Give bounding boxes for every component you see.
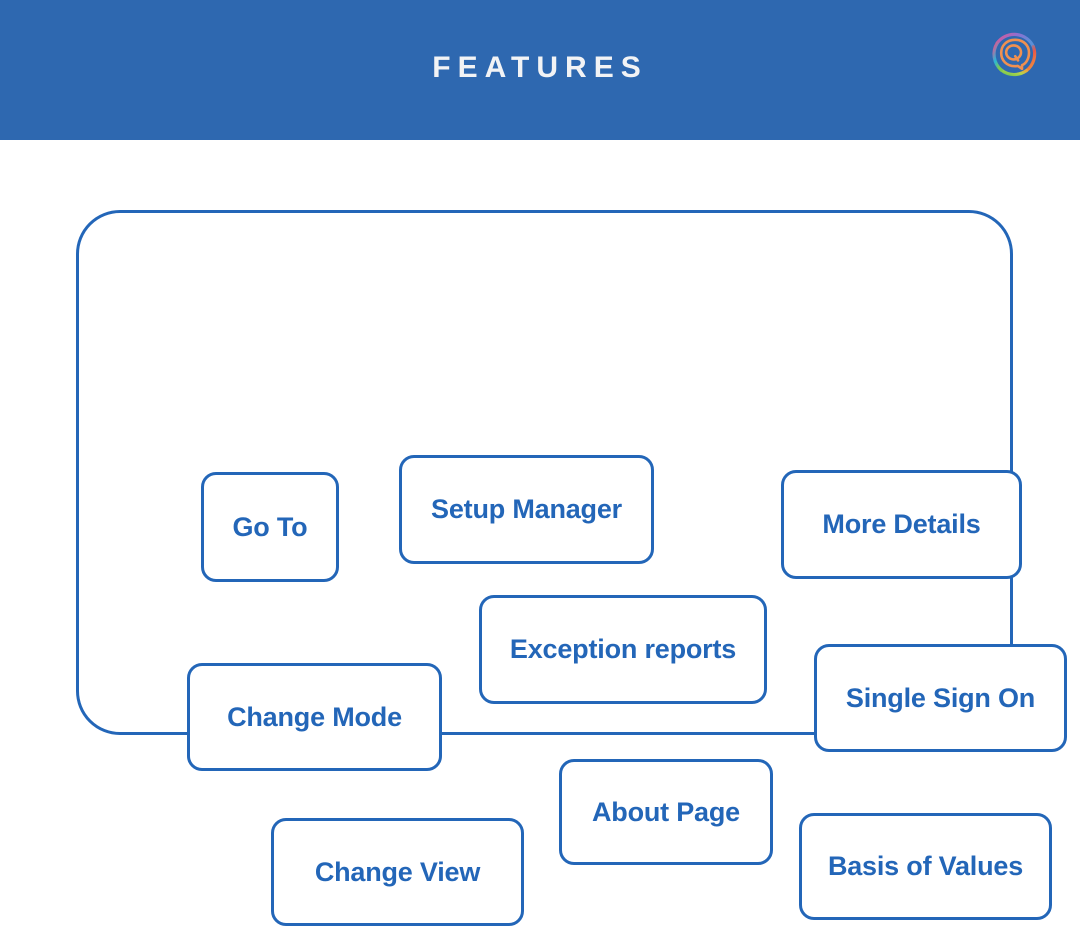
feature-box-basis-of-values[interactable]: Basis of Values (799, 813, 1052, 920)
page-title: FEATURES (432, 51, 648, 84)
header-band: FEATURES (0, 0, 1080, 140)
q-logo-icon (988, 27, 1042, 81)
feature-box-setup-manager[interactable]: Setup Manager (399, 455, 654, 564)
feature-box-change-view[interactable]: Change View (271, 818, 524, 926)
features-container: Go To Setup Manager More Details Excepti… (76, 210, 1067, 926)
feature-box-go-to[interactable]: Go To (201, 472, 339, 582)
feature-box-single-sign-on[interactable]: Single Sign On (814, 644, 1067, 752)
feature-box-change-mode[interactable]: Change Mode (187, 663, 442, 771)
feature-box-exception-reports[interactable]: Exception reports (479, 595, 767, 704)
feature-box-about-page[interactable]: About Page (559, 759, 773, 865)
feature-box-more-details[interactable]: More Details (781, 470, 1022, 579)
